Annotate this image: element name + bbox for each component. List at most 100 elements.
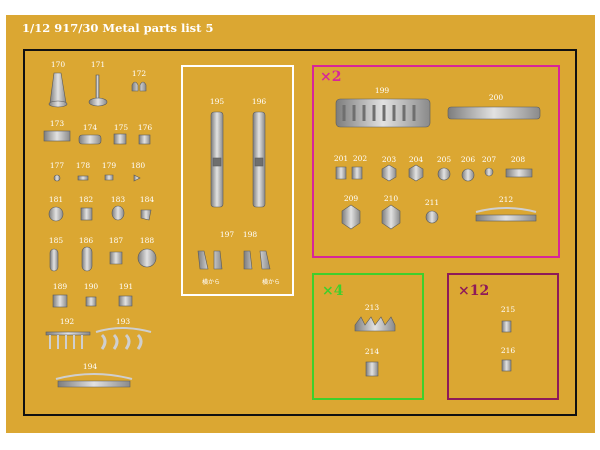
part-214-shape	[365, 361, 379, 377]
part-182-shape	[80, 207, 93, 221]
part-label: 178	[75, 161, 91, 170]
part-label: 187	[108, 236, 124, 245]
part-label: 179	[101, 161, 117, 170]
part-213-shape	[354, 316, 396, 332]
part-171-shape	[88, 74, 108, 107]
part-label: 197	[219, 230, 235, 239]
part-label: 213	[364, 303, 380, 312]
part-label: 172	[131, 69, 147, 78]
part-196-shape	[252, 111, 266, 208]
main-frame	[23, 49, 577, 416]
part-205-shape	[437, 167, 451, 181]
part-label: 201	[333, 154, 349, 163]
part-189-shape	[52, 294, 68, 308]
part-198-shape	[243, 250, 271, 270]
part-190-shape	[85, 296, 97, 307]
part-200-shape	[447, 106, 541, 120]
part-label: 193	[115, 317, 131, 326]
part-label: 216	[500, 346, 516, 355]
part-label: 206	[460, 155, 476, 164]
part-208-shape	[505, 168, 533, 178]
part-186-shape	[81, 246, 93, 272]
part-204-shape	[408, 164, 424, 182]
part-212-shape	[475, 207, 537, 222]
part-label: 196	[251, 97, 267, 106]
part-label: 203	[381, 155, 397, 164]
part-201-shape	[335, 166, 347, 180]
part-177-shape	[53, 174, 61, 182]
x2-parts-box	[312, 65, 560, 258]
part-label: 170	[50, 60, 66, 69]
part-label: 198	[242, 230, 258, 239]
part-label: 211	[424, 198, 440, 207]
part-172-shape	[131, 81, 147, 92]
part-label: 188	[139, 236, 155, 245]
part-label: 185	[48, 236, 64, 245]
part-191-shape	[118, 295, 133, 307]
part-label: 190	[83, 282, 99, 291]
part-label: 204	[408, 155, 424, 164]
part-181-shape	[48, 206, 64, 222]
part-179-shape	[104, 174, 114, 181]
part-label: 209	[343, 194, 359, 203]
part-label: 184	[139, 195, 155, 204]
part-label: 208	[510, 155, 526, 164]
part-label: 192	[59, 317, 75, 326]
part-197-shape	[197, 250, 223, 270]
multiplier-x2: ×2	[320, 69, 342, 85]
parts-illustration-layer	[43, 72, 541, 388]
part-label: 180	[130, 161, 146, 170]
part-211-shape	[425, 210, 439, 224]
part-178-shape	[77, 175, 89, 181]
part-202-shape	[351, 166, 363, 180]
part-label: 200	[488, 93, 504, 102]
part-label: 202	[352, 154, 368, 163]
part-170-shape	[48, 72, 68, 108]
center-parts-box	[181, 65, 294, 296]
part-label: 177	[49, 161, 65, 170]
part-label: 191	[118, 282, 134, 291]
part-label: 205	[436, 155, 452, 164]
part-194-shape	[55, 373, 133, 388]
part-label: 182	[78, 195, 94, 204]
part-193-shape	[95, 327, 152, 350]
part-192-shape	[45, 331, 91, 349]
part-label: 207	[481, 155, 497, 164]
multiplier-x4: ×4	[322, 283, 344, 299]
x12-parts-box	[447, 273, 559, 400]
part-label: 189	[52, 282, 68, 291]
side-view-note: 横から	[262, 279, 281, 286]
part-199-shape	[335, 98, 431, 128]
part-label: 194	[82, 362, 98, 371]
part-label: 171	[90, 60, 106, 69]
part-216-shape	[501, 359, 512, 372]
part-188-shape	[137, 248, 157, 268]
part-label: 199	[374, 86, 390, 95]
part-label: 183	[110, 195, 126, 204]
part-183-shape	[111, 205, 125, 221]
part-215-shape	[501, 320, 512, 333]
part-207-shape	[484, 167, 494, 177]
part-184-shape	[140, 209, 152, 221]
part-label: 210	[383, 194, 399, 203]
part-label: 175	[113, 123, 129, 132]
part-206-shape	[461, 168, 475, 182]
part-180-shape	[133, 174, 141, 182]
part-label: 181	[48, 195, 64, 204]
x4-parts-box	[312, 273, 424, 400]
sheet-title: 1/12 917/30 Metal parts list 5	[22, 21, 214, 35]
part-label: 214	[364, 347, 380, 356]
part-195-shape	[210, 111, 224, 208]
part-label: 173	[49, 119, 65, 128]
part-174-shape	[78, 134, 102, 145]
part-209-shape	[341, 204, 361, 230]
parts-sheet: 1/12 917/30 Metal parts list 5 ×2 ×4 ×12…	[6, 15, 595, 433]
part-label: 174	[82, 123, 98, 132]
multiplier-x12: ×12	[458, 283, 490, 299]
part-label: 176	[137, 123, 153, 132]
part-label: 186	[78, 236, 94, 245]
part-187-shape	[109, 251, 123, 265]
part-210-shape	[381, 204, 401, 230]
part-label: 195	[209, 97, 225, 106]
part-185-shape	[49, 248, 59, 272]
